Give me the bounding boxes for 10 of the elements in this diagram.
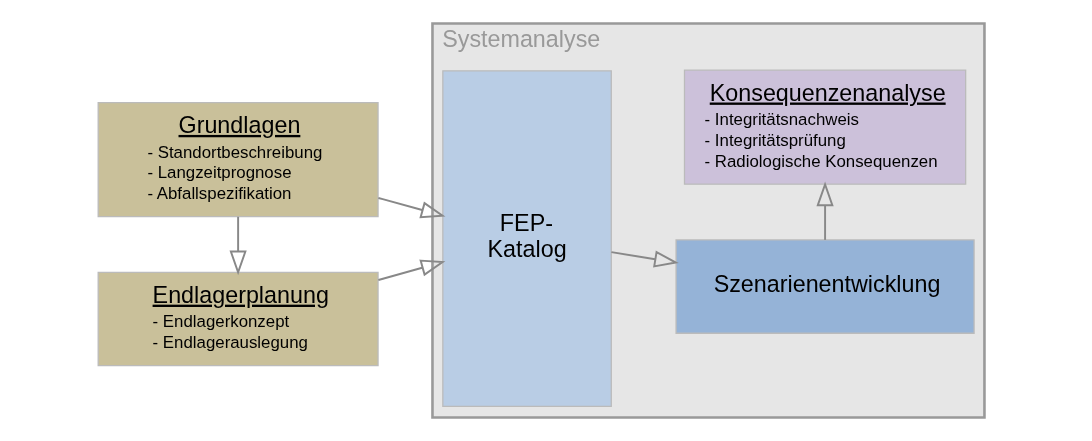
node-box: Konsequenzenanalyse - Integritätsnachweis - Integritätsprüfung - Radiologische Konsequenzen	[683, 69, 966, 185]
node-box: Szenarienentwicklung	[674, 239, 975, 334]
arrow	[609, 250, 679, 268]
arrow	[376, 259, 445, 281]
node-box: Endlagerplanung - Endlagerkonzept - Endlagerauslegung	[97, 271, 379, 367]
node-box: Grundlagen - Standortbeschreibung - Langzeitprognose - Abfallspezifikation	[97, 101, 379, 218]
arrow	[376, 197, 445, 219]
arrow	[229, 215, 247, 276]
arrow	[815, 181, 834, 241]
node-box: FEP- Katalog	[441, 70, 612, 408]
